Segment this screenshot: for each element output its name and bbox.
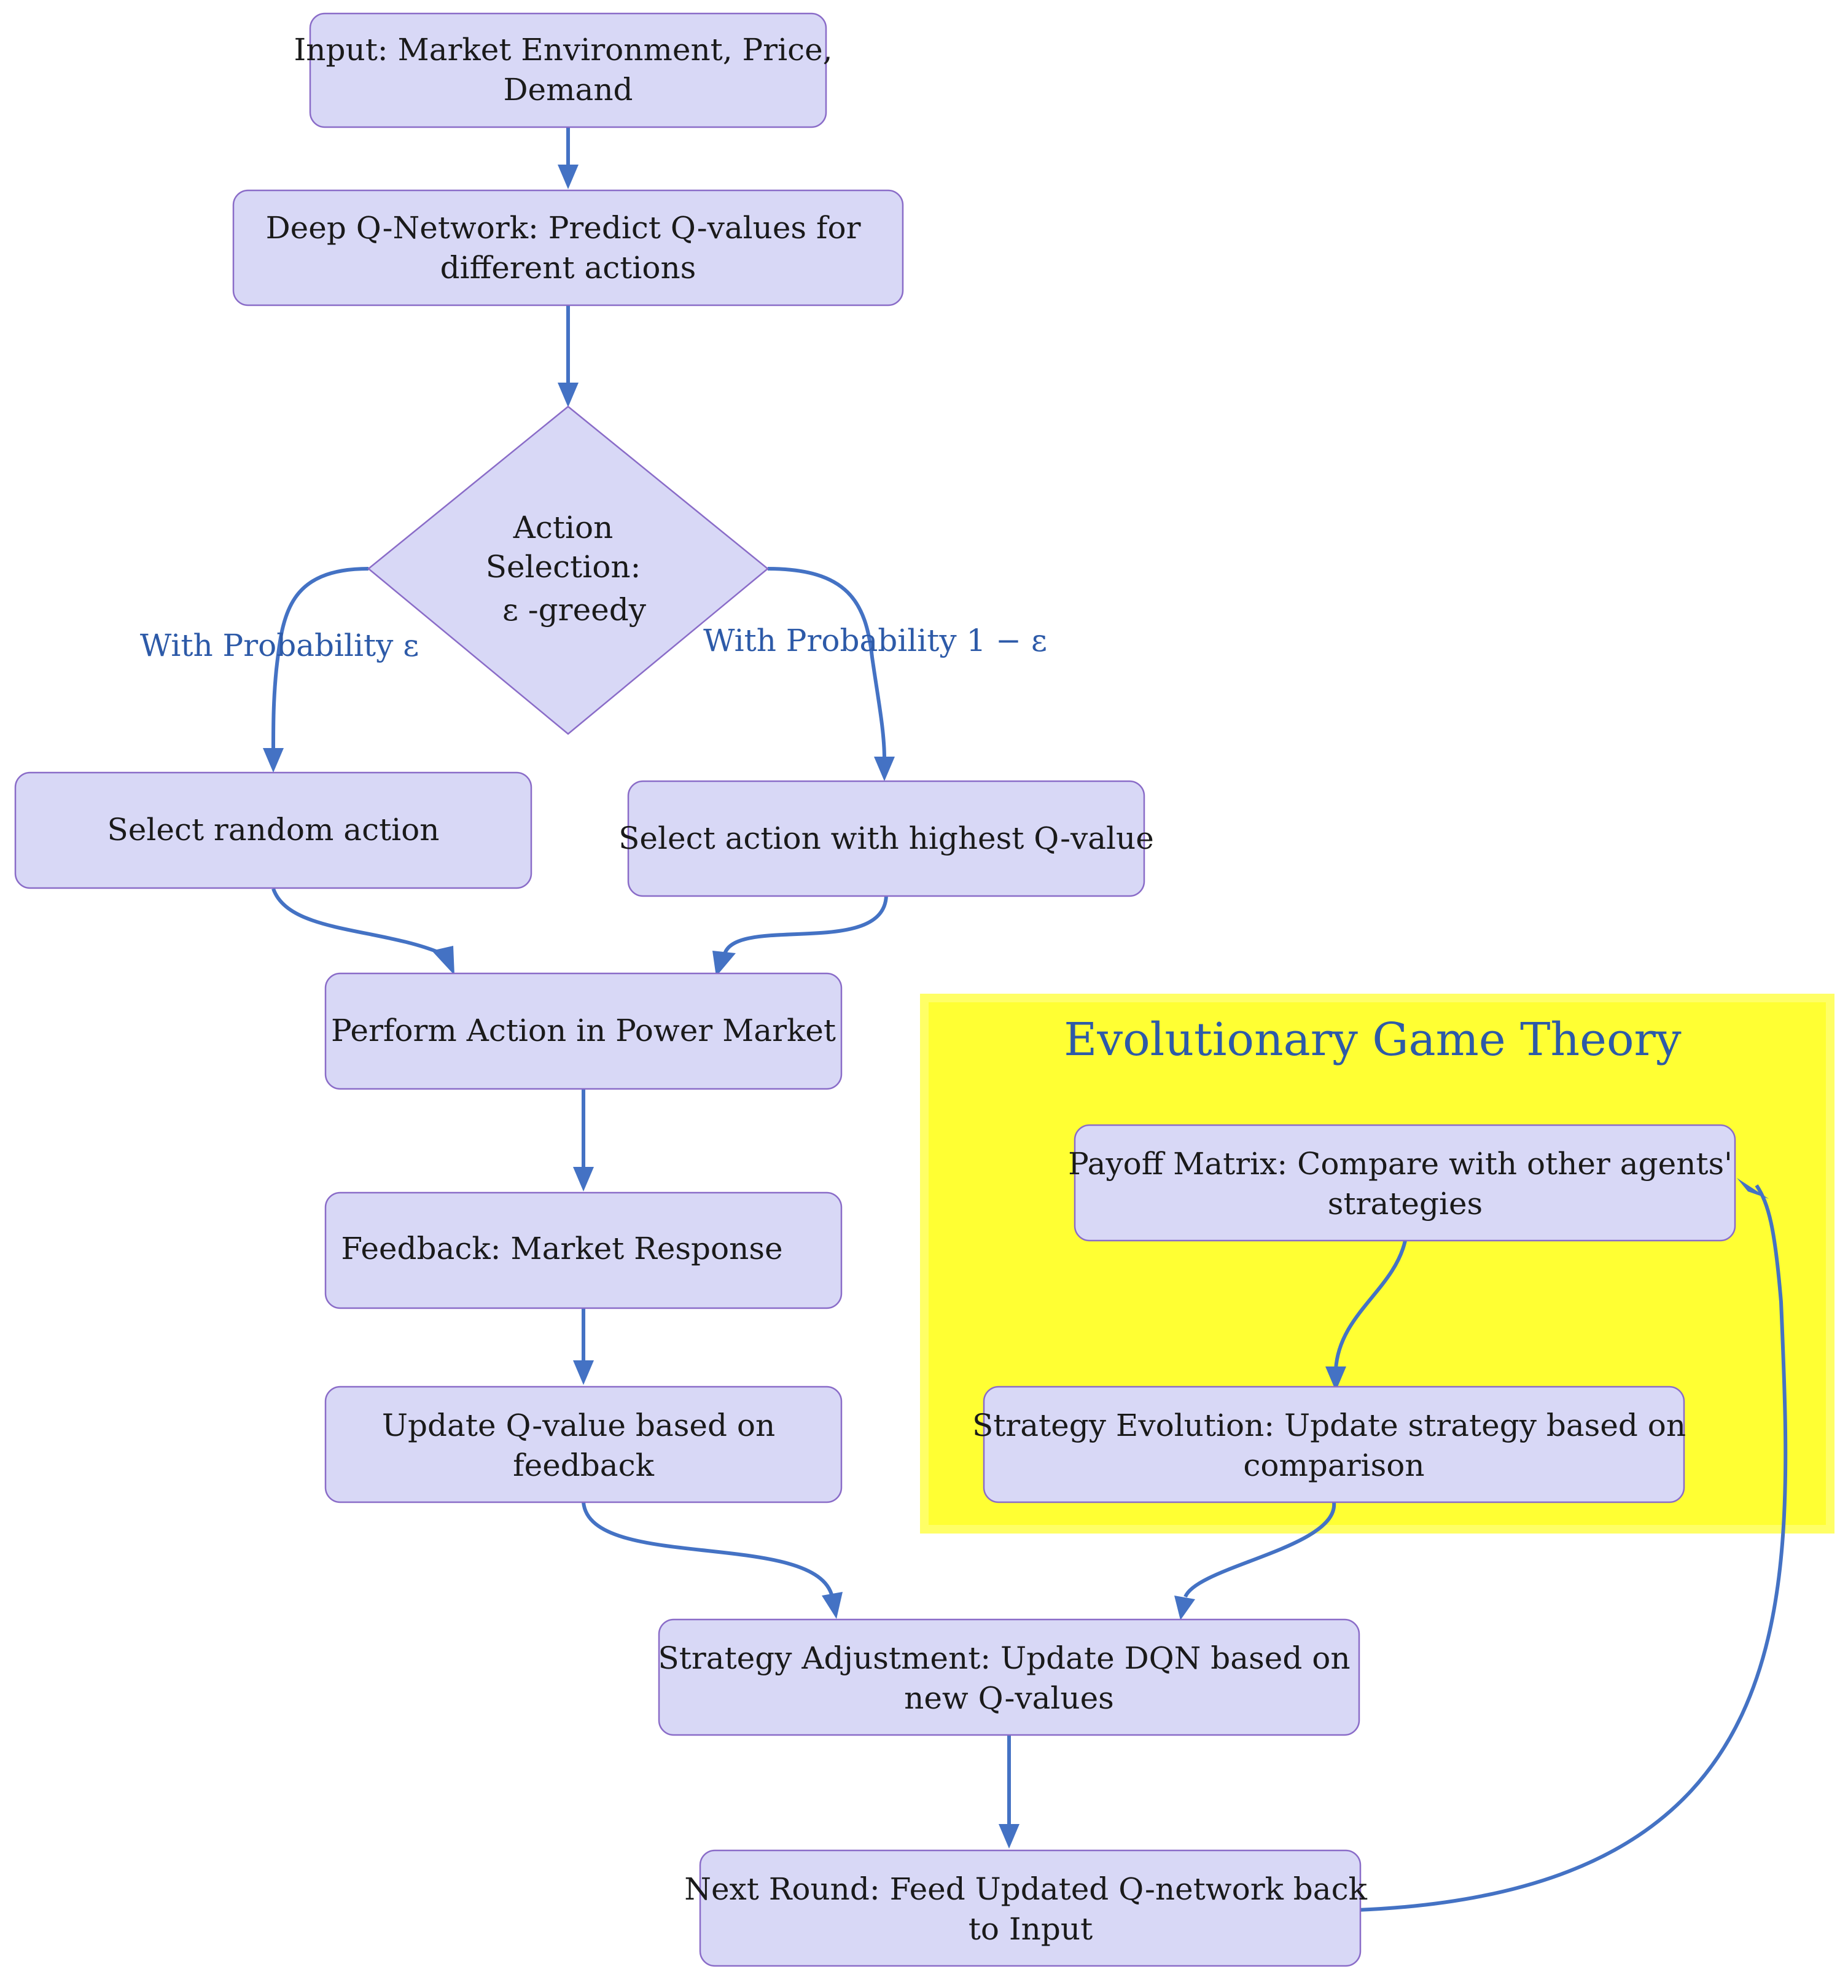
edge-next-round-to-payoff [1357,1184,1788,1912]
arrowheads [263,165,1769,1849]
node-perform-action[interactable]: Perform Action in Power Market [324,972,843,1090]
edges [271,127,1788,1912]
edge-selection-to-highest [767,567,886,760]
node-select-highest-q[interactable]: Select action with highest Q-value [618,780,1154,897]
edge-random-to-perform [271,887,443,956]
edge-update-to-adjustment [582,1502,834,1597]
edge-evolution-to-adjustment [1183,1502,1336,1598]
node-perform-action-text: Perform Action in Power Market [331,1013,836,1048]
node-next-round-text: Next Round: Feed Updated Q-network back … [684,1871,1377,1947]
arrowhead-random [263,748,284,773]
node-feedback-text: Feedback: Market Response [341,1231,782,1266]
node-update-q-text: Update Q-value based on feedback [382,1408,785,1483]
node-strategy-evolution-text: Strategy Evolution: Update strategy base… [972,1408,1696,1483]
arrowhead-update [573,1360,594,1385]
node-dqn[interactable]: Deep Q-Network: Predict Q-values for dif… [232,189,904,306]
arrowhead-payoff [1737,1178,1769,1199]
node-update-q[interactable]: Update Q-value based on feedback [324,1386,843,1503]
arrowhead-dqn [558,165,579,189]
node-next-round[interactable]: Next Round: Feed Updated Q-network back … [684,1849,1377,1967]
node-strategy-adjustment-text: Strategy Adjustment: Update DQN based on… [658,1640,1360,1716]
node-select-random-action-text: Select random action [107,812,440,848]
node-select-random-action[interactable]: Select random action [14,771,532,889]
edge-label-with-probability-eps: With Probability ε [140,628,419,663]
edge-highest-to-perform [723,895,888,955]
arrowhead-perform-left [432,946,454,975]
node-input[interactable]: Input: Market Environment, Price, Demand [294,12,843,128]
arrowhead-evolution [1325,1366,1346,1391]
arrowhead-adjustment-right [1174,1596,1195,1620]
node-feedback[interactable]: Feedback: Market Response [324,1191,843,1309]
node-action-selection[interactable]: Action Selection: ε -greedy [367,405,769,735]
node-select-highest-q-text: Select action with highest Q-value [618,821,1154,856]
edge-payoff-to-evolution [1334,1240,1407,1370]
node-payoff-matrix[interactable]: Payoff Matrix: Compare with other agents… [1068,1124,1742,1242]
node-action-selection-text: Action Selection: ε -greedy [486,510,651,628]
node-dqn-text: Deep Q-Network: Predict Q-values for dif… [266,210,871,286]
cluster-title: Evolutionary Game Theory [1064,1013,1682,1066]
node-strategy-adjustment[interactable]: Strategy Adjustment: Update DQN based on… [658,1618,1360,1736]
edge-selection-to-random [271,567,369,750]
arrowhead-adjustment-left [822,1592,843,1619]
arrowhead-next-round [999,1824,1020,1849]
arrowhead-action-selection [558,383,579,407]
node-payoff-matrix-text: Payoff Matrix: Compare with other agents… [1068,1146,1742,1222]
node-input-text: Input: Market Environment, Price, Demand [294,32,843,107]
node-strategy-evolution[interactable]: Strategy Evolution: Update strategy base… [972,1386,1696,1503]
arrowhead-feedback [573,1167,594,1191]
arrowhead-perform-right [712,951,736,976]
edge-label-with-probability-one-minus-eps: With Probability 1 − ε [703,623,1047,658]
arrowhead-highest [874,757,895,781]
